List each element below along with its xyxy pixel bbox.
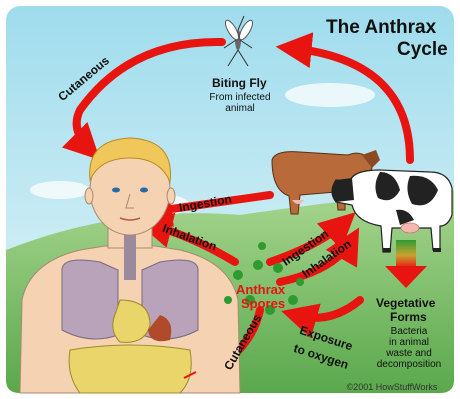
spores-label-line2: Spores (241, 297, 285, 310)
vegetative-title1: Vegetative (376, 297, 435, 309)
fly-label: Biting Fly (212, 77, 267, 89)
title-line1: The Anthrax (326, 18, 436, 37)
fly-sub1: From infected (205, 93, 275, 104)
vegetative-desc-2: in animal (370, 338, 448, 349)
vegetative-desc-1: Bacteria (370, 327, 448, 338)
title-line2: Cycle (397, 40, 448, 59)
vegetative-title2: Forms (390, 311, 427, 323)
lung-left (62, 260, 118, 339)
fly-sub2: animal (205, 104, 275, 115)
copyright-text: ©2001 HowStuffWorks (330, 383, 454, 392)
spores-label-line1: Anthrax (236, 283, 285, 296)
vegetative-desc-3: waste and (370, 349, 448, 360)
vegetative-desc-4: decomposition (370, 360, 448, 371)
